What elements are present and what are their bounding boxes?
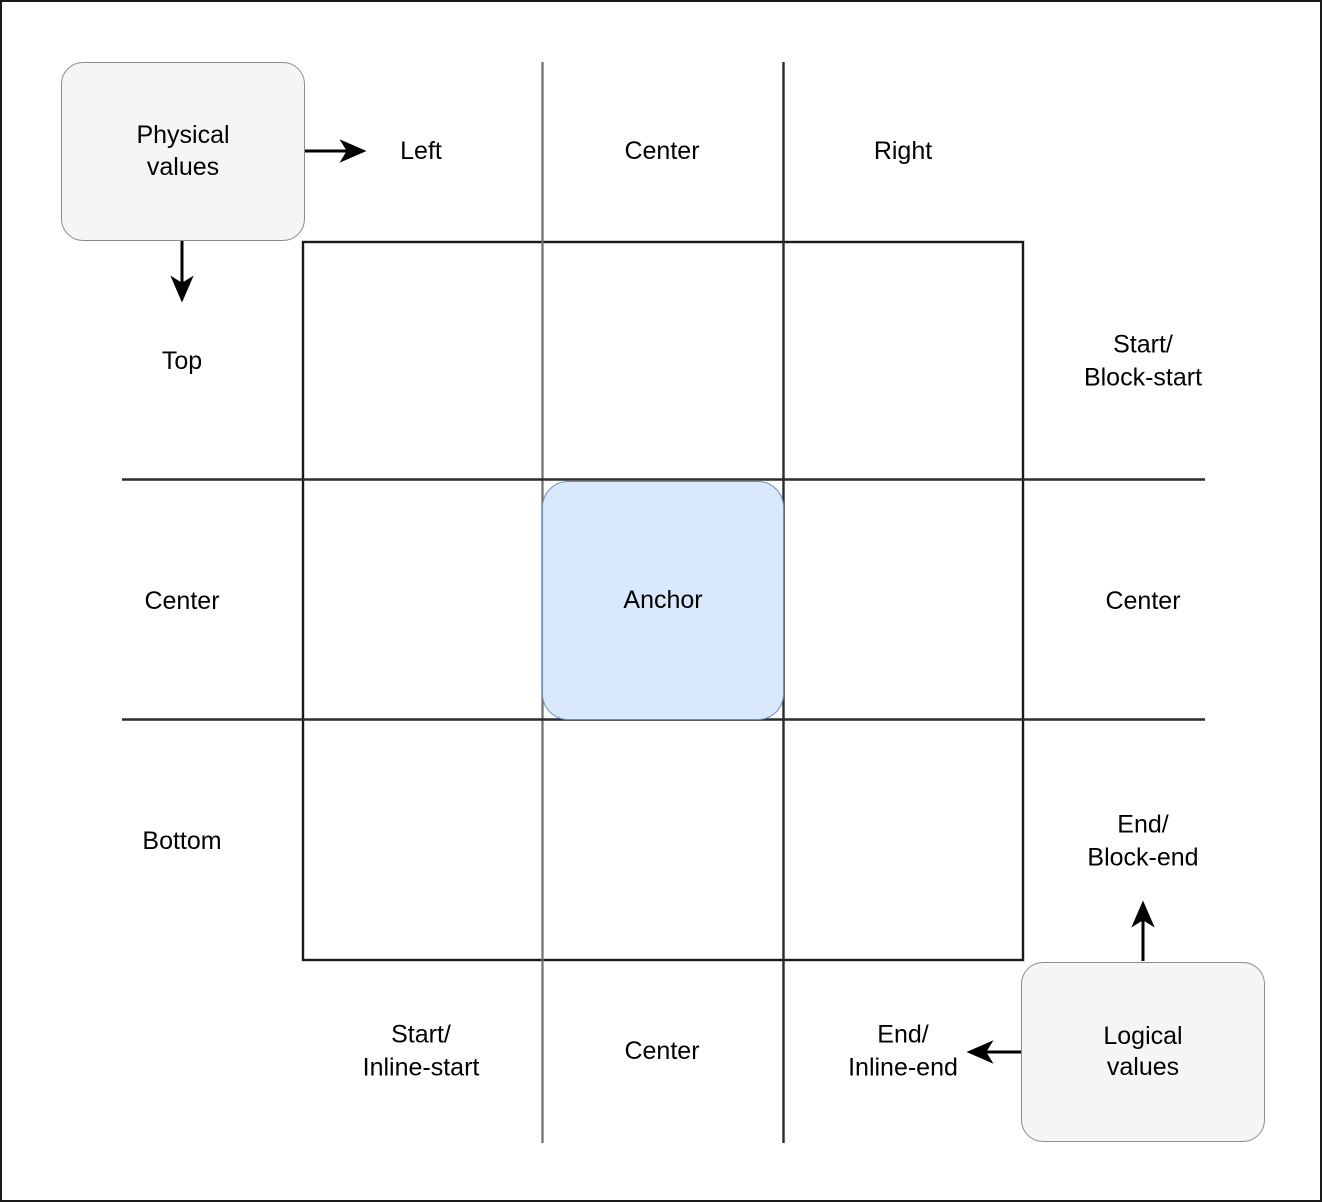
anchor-box[interactable]: Anchor: [542, 481, 784, 720]
label-bottom-inline-end: End/ Inline-end: [848, 1020, 958, 1082]
grid-outer-rect: [301, 240, 1025, 962]
label-top-center: Center: [624, 136, 700, 165]
label-top-right: Right: [873, 136, 933, 165]
label-top-left: Left: [400, 136, 442, 165]
label-right-block-end: End/ Block-end: [1087, 810, 1199, 872]
label-left-bottom: Bottom: [142, 826, 222, 855]
physical-values-box[interactable]: Physical values: [61, 62, 305, 241]
label-right-center: Center: [1105, 586, 1181, 615]
label-left-top: Top: [161, 346, 203, 375]
label-bottom-inline-start: Start/ Inline-start: [362, 1020, 480, 1082]
label-right-block-start: Start/ Block-start: [1083, 330, 1203, 392]
logical-values-box[interactable]: Logical values: [1021, 962, 1265, 1142]
label-bottom-center: Center: [624, 1036, 700, 1065]
label-left-center: Center: [144, 586, 220, 615]
